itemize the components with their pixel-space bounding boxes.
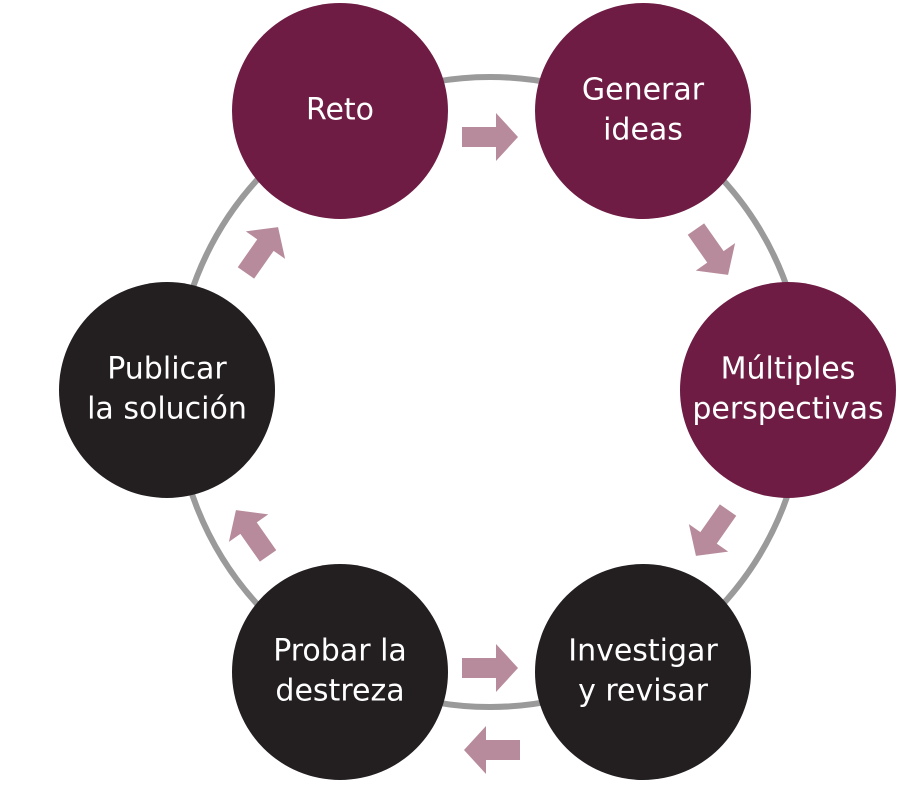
arrow-multiples-perspectivas-to-investigar-y-revisar [688,504,737,556]
node-circle [680,282,896,498]
node-label: destreza [275,674,404,709]
arrow-probar-la-destreza-to-publicar-la-solucion [228,510,277,562]
node-label: Reto [306,93,374,128]
node-probar-la-destreza: Probar la destreza [232,564,448,780]
node-label: la solución [87,392,247,427]
node-label: Investigar [568,634,718,669]
arrow-investigar-y-revisar-to-probar-la-destreza [464,726,520,774]
arrow-generar-ideas-to-multiples-perspectivas [687,223,736,275]
node-circle [232,564,448,780]
arrow-publicar-la-solucion-to-reto [237,227,286,279]
node-circle [535,564,751,780]
node-generar-ideas: Generar ideas [535,3,751,219]
node-label: Generar [582,73,705,108]
node-label: y revisar [578,674,709,709]
arrow-probar-la-destreza-to-investigar-y-revisar [462,644,518,692]
node-multiples-perspectivas: Múltiples perspectivas [680,282,896,498]
node-label: perspectivas [692,392,883,427]
node-label: Publicar [107,352,227,387]
node-label: Múltiples [721,352,856,387]
node-investigar-y-revisar: Investigar y revisar [535,564,751,780]
node-reto: Reto [232,3,448,219]
node-label: Probar la [273,634,407,669]
node-circle [59,282,275,498]
node-circle [232,3,448,219]
node-circle [535,3,751,219]
arrow-reto-to-generar-ideas [462,113,518,161]
node-label: ideas [603,113,683,148]
arrows-layer [228,113,737,774]
node-publicar-la-solucion: Publicar la solución [59,282,275,498]
